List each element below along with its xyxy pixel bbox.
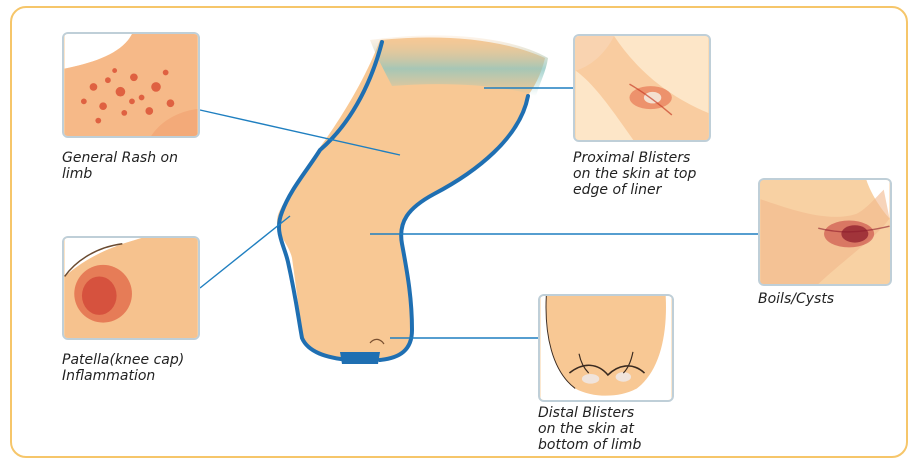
caption-distal-blisters: Distal Blisters on the skin at bottom of… bbox=[538, 405, 641, 453]
caption-line: edge of liner bbox=[573, 182, 696, 198]
boils-thumbnail bbox=[758, 178, 892, 286]
caption-line: Inflammation bbox=[62, 368, 184, 384]
distal-blister-thumbnail-icon bbox=[540, 296, 672, 400]
rash-thumbnail bbox=[62, 32, 200, 138]
caption-boils-cysts: Boils/Cysts bbox=[758, 291, 834, 307]
caption-line: General Rash on bbox=[62, 150, 178, 166]
patella-thumbnail bbox=[62, 236, 200, 340]
distal-blister-thumbnail bbox=[538, 294, 674, 402]
caption-line: Proximal Blisters bbox=[573, 150, 696, 166]
caption-line: Boils/Cysts bbox=[758, 291, 834, 307]
blister-thumbnail-icon bbox=[575, 36, 709, 140]
proximal-blister-thumbnail bbox=[573, 34, 711, 142]
caption-line: on the skin at top bbox=[573, 166, 696, 182]
leader-line-patella bbox=[200, 216, 290, 288]
caption-proximal-blisters: Proximal Blisters on the skin at top edg… bbox=[573, 150, 696, 198]
caption-line: on the skin at bbox=[538, 421, 641, 437]
caption-line: Distal Blisters bbox=[538, 405, 641, 421]
rash-thumbnail-icon bbox=[64, 34, 198, 136]
caption-line: limb bbox=[62, 166, 178, 182]
caption-patella: Patella(knee cap) Inflammation bbox=[62, 352, 184, 384]
caption-general-rash: General Rash on limb bbox=[62, 150, 178, 182]
distal-cap bbox=[340, 352, 380, 364]
caption-line: bottom of limb bbox=[538, 437, 641, 453]
knee-inflammation-thumbnail-icon bbox=[64, 238, 198, 338]
caption-line: Patella(knee cap) bbox=[62, 352, 184, 368]
cyst-thumbnail-icon bbox=[760, 180, 890, 284]
